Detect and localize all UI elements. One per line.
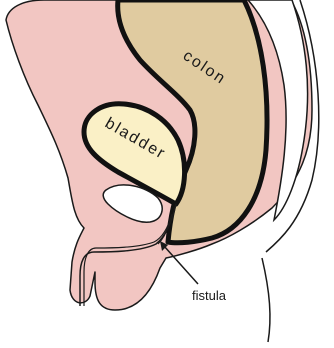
fistula-label: fistula [192,288,227,303]
leg-contour [262,258,270,342]
